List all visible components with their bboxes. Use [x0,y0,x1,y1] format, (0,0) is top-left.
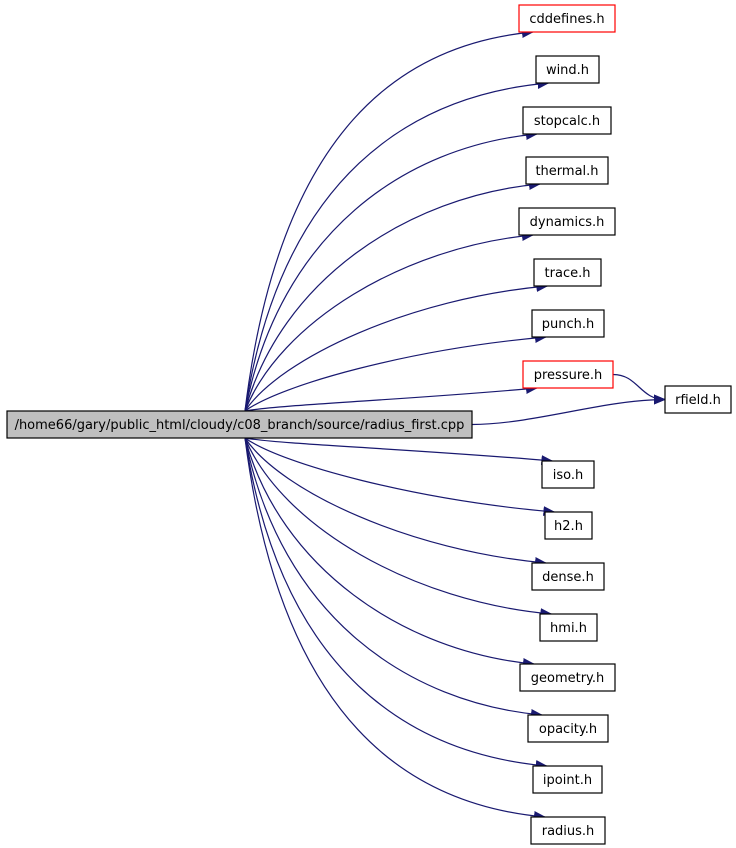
node-box-dynamics [518,207,616,236]
node-box-trace [533,258,602,287]
node-label-ipoint: ipoint.h [543,773,592,788]
node-box-iso [541,460,595,489]
node-box-rfield [664,385,732,414]
node-label-punch: punch.h [542,317,595,332]
node-box-thermal [525,156,609,185]
node-box-stopcalc [522,106,612,135]
edge-root-to-trace [244,281,549,412]
edge-root-to-iso [244,437,554,466]
node-wind[interactable]: wind.h [535,55,600,84]
node-label-pressure: pressure.h [534,368,603,383]
node-label-wind: wind.h [546,63,589,78]
node-box-opacity [527,714,609,743]
node-label-h2: h2.h [554,519,583,534]
node-label-radius: radius.h [542,824,595,839]
node-rfield[interactable]: rfield.h [664,385,732,414]
node-label-geometry: geometry.h [531,671,605,686]
node-cddefines[interactable]: cddefines.h [518,4,616,33]
node-thermal[interactable]: thermal.h [525,156,609,185]
node-punch[interactable]: punch.h [531,309,605,338]
edge-root-to-hmi [244,437,553,619]
edge-root-to-stopcalc [244,130,538,412]
edge-root-to-opacity [244,437,543,719]
node-label-thermal: thermal.h [535,164,598,179]
node-box-geometry [519,663,616,692]
node-stopcalc[interactable]: stopcalc.h [522,106,612,135]
node-geometry[interactable]: geometry.h [519,663,616,692]
edge-root-to-radius [244,437,546,822]
node-label-cddefines: cddefines.h [529,12,604,27]
node-hmi[interactable]: hmi.h [539,613,598,642]
edge-root-to-pressure [244,384,538,412]
edge-root-to-ipoint [244,437,548,771]
edge-root-to-cddefines [244,28,534,412]
node-box-punch [531,309,605,338]
node-box-pressure [522,360,614,389]
edge-root-to-dense [244,437,547,568]
node-box-h2 [544,511,593,540]
edge-root-to-dynamics [244,231,534,412]
node-dynamics[interactable]: dynamics.h [518,207,616,236]
node-box-root-file [6,410,473,439]
node-box-hmi [539,613,598,642]
node-box-dense [531,562,605,591]
node-label-dynamics: dynamics.h [530,215,605,230]
node-box-radius [530,816,606,845]
node-dense[interactable]: dense.h [531,562,605,591]
edge-pressure-to-rfield [612,373,666,405]
edge-root-to-wind [244,78,550,412]
node-radius[interactable]: radius.h [530,816,606,845]
node-iso[interactable]: iso.h [541,460,595,489]
node-label-stopcalc: stopcalc.h [534,114,600,129]
node-label-rfield: rfield.h [675,393,721,408]
nodes-layer: /home66/gary/public_html/cloudy/c08_bran… [6,4,732,845]
edge-root-to-punch [244,332,547,412]
edge-root-to-geometry [244,437,535,668]
edges-layer [244,28,666,822]
node-label-iso: iso.h [553,468,583,483]
node-label-root-file: /home66/gary/public_html/cloudy/c08_bran… [15,418,465,433]
node-label-opacity: opacity.h [539,722,597,737]
node-h2[interactable]: h2.h [544,511,593,540]
node-label-dense: dense.h [542,570,594,585]
edge-root-to-thermal [244,180,541,412]
node-box-wind [535,55,600,84]
node-opacity[interactable]: opacity.h [527,714,609,743]
node-box-cddefines [518,4,616,33]
node-ipoint[interactable]: ipoint.h [532,765,603,794]
node-root-file: /home66/gary/public_html/cloudy/c08_bran… [6,410,473,439]
node-label-trace: trace.h [545,266,591,281]
edge-root-to-h2 [244,437,556,517]
node-pressure[interactable]: pressure.h [522,360,614,389]
edge-root-to-rfield [471,394,666,426]
node-label-hmi: hmi.h [550,621,587,636]
node-box-ipoint [532,765,603,794]
node-trace[interactable]: trace.h [533,258,602,287]
